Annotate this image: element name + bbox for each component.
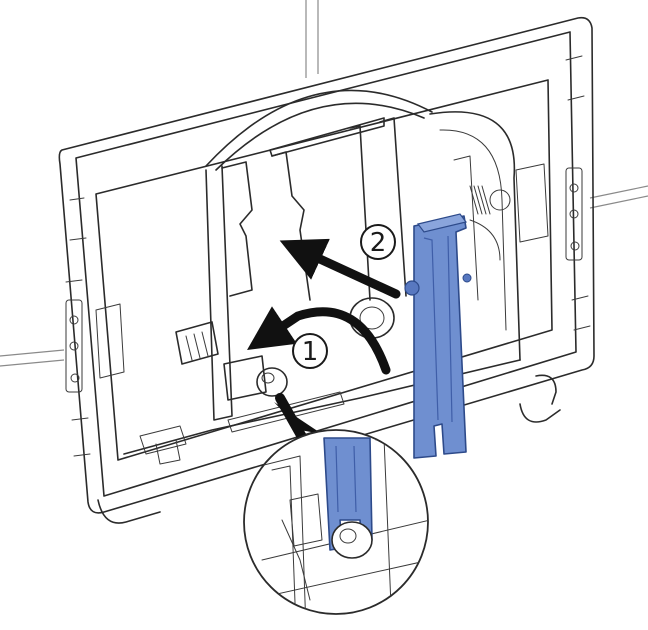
step-1-label: 1	[302, 337, 319, 367]
zoom-detail	[243, 429, 429, 615]
step-2-label: 2	[370, 228, 387, 258]
mounting-frame	[58, 16, 595, 524]
step-2-arrow	[279, 238, 401, 299]
step-1-arrow	[247, 306, 391, 375]
step-2-marker: 2	[360, 224, 396, 260]
blue-tool	[404, 213, 472, 459]
wall-lines	[0, 0, 648, 367]
step-1-marker: 1	[292, 333, 328, 369]
